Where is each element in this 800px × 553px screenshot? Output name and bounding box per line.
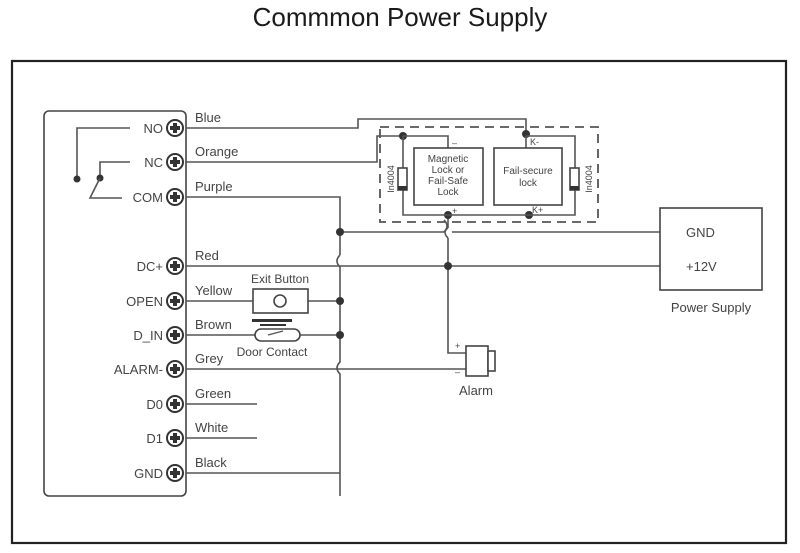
- terminal-label: OPEN: [126, 294, 163, 309]
- terminal-label: NO: [144, 121, 164, 136]
- terminal-label: ALARM-: [114, 362, 163, 377]
- terminal-label: DC+: [137, 259, 163, 274]
- magnetic-lock-box: [413, 147, 484, 206]
- plus-label: +: [452, 206, 457, 216]
- alarm-minus-label: –: [455, 367, 460, 377]
- terminal-label: COM: [133, 190, 163, 205]
- wire-color-label: Orange: [195, 144, 238, 159]
- terminal-label: D0: [146, 397, 163, 412]
- fail-secure-lock-label: Fail-secure: [503, 166, 553, 177]
- terminal-label: GND: [134, 466, 163, 481]
- diagram-title: Commmon Power Supply: [252, 2, 548, 32]
- ps-terminal-label: GND: [686, 225, 715, 240]
- magnetic-lock-label: Lock or: [432, 165, 465, 176]
- wire-color-label: Red: [195, 248, 219, 263]
- diode-label-right: In4004: [584, 165, 594, 193]
- door-contact-label: Door Contact: [237, 345, 308, 359]
- wire-color-label: Black: [195, 455, 227, 470]
- wire-color-label: Brown: [195, 317, 232, 332]
- alarm-label: Alarm: [459, 383, 493, 398]
- outer-frame: [10, 59, 788, 545]
- magnetic-lock-label: Magnetic: [428, 154, 469, 165]
- k-plus-label: K+: [532, 205, 543, 215]
- power-supply-box: [659, 207, 763, 291]
- wire-color-label: Purple: [195, 179, 233, 194]
- terminal-label: D1: [146, 431, 163, 446]
- k-minus-label: K-: [530, 137, 539, 147]
- terminal-screw-icon: [166, 257, 184, 275]
- terminal-label: NC: [144, 155, 163, 170]
- controller-box: [43, 110, 187, 497]
- power-supply-label: Power Supply: [671, 300, 752, 315]
- fail-secure-lock-label: lock: [519, 178, 538, 189]
- terminal-screw-icon: [166, 429, 184, 447]
- magnetic-lock-label: Lock: [437, 187, 459, 198]
- terminal-screw-icon: [166, 360, 184, 378]
- diode-label-left: In4004: [386, 165, 396, 193]
- terminal-screw-icon: [166, 326, 184, 344]
- magnetic-lock-label: Fail-Safe: [428, 176, 468, 187]
- terminal-screw-icon: [166, 119, 184, 137]
- terminal-screw-icon: [166, 153, 184, 171]
- relay-symbol: [73, 127, 130, 199]
- exit-button-label: Exit Button: [251, 272, 309, 286]
- wire-color-label: Green: [195, 386, 231, 401]
- terminal-screw-icon: [166, 292, 184, 310]
- wire-color-label: Blue: [195, 110, 221, 125]
- fail-secure-lock-box: [493, 147, 563, 206]
- minus-label: –: [452, 138, 457, 148]
- terminal-label: D_IN: [133, 328, 163, 343]
- terminal-screw-icon: [166, 464, 184, 482]
- terminal-screw-icon: [166, 395, 184, 413]
- wire-color-label: Grey: [195, 351, 224, 366]
- terminal-screw-icon: [166, 188, 184, 206]
- wire-color-label: White: [195, 420, 228, 435]
- lock-enclosure: [379, 126, 599, 223]
- wires: [186, 118, 660, 496]
- door-contact-symbol: [252, 319, 301, 342]
- ps-terminal-label: +12V: [686, 259, 717, 274]
- alarm-symbol: [465, 345, 496, 377]
- wire-color-label: Yellow: [195, 283, 233, 298]
- alarm-plus-label: +: [455, 341, 460, 351]
